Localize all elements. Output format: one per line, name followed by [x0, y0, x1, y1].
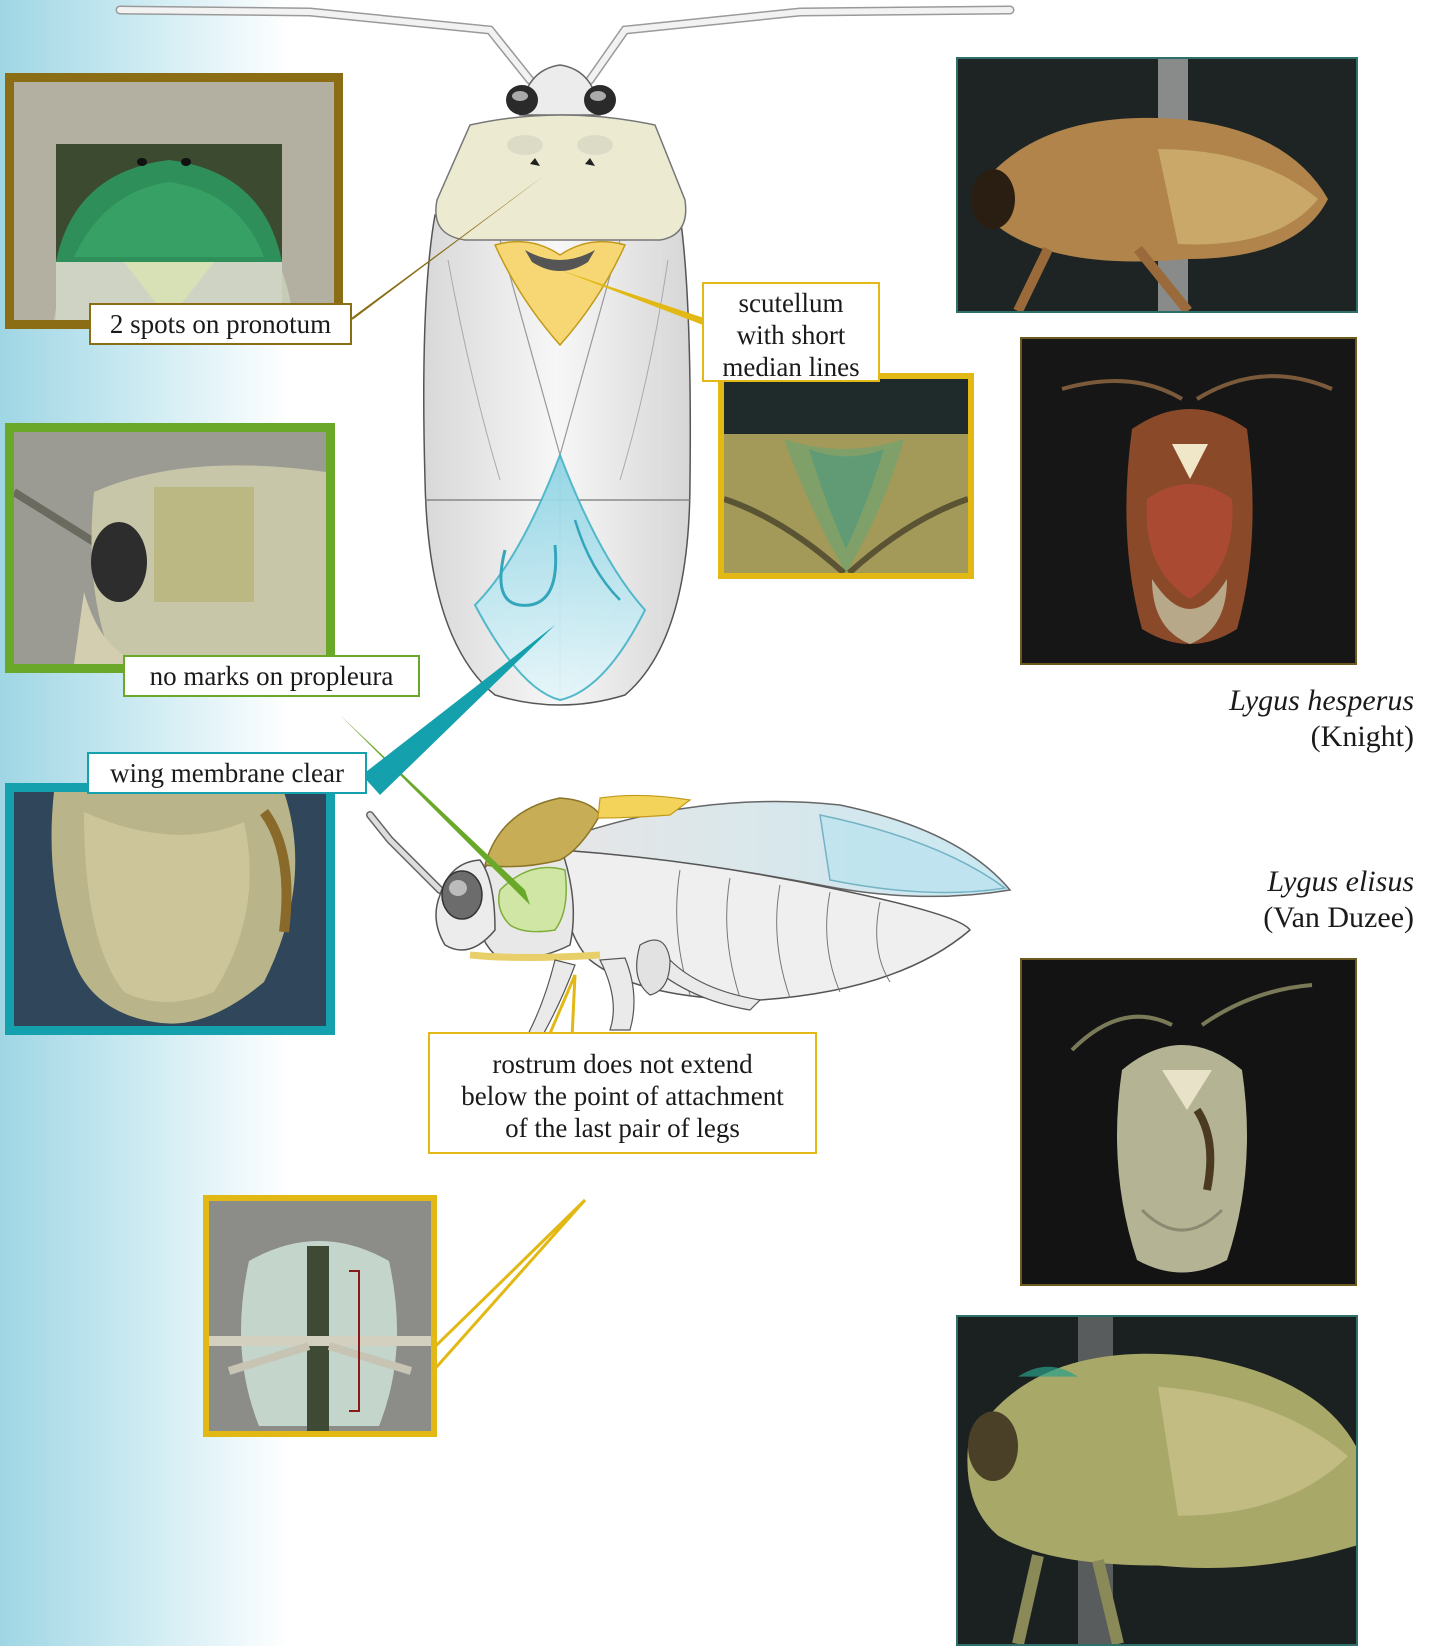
scutellum-label-line1: scutellum — [704, 287, 878, 319]
rostrum-label-line3: of the last pair of legs — [430, 1112, 815, 1144]
scutellum-label-line3: median lines — [704, 351, 878, 383]
wing-membrane-photo — [5, 783, 335, 1035]
rostrum-label-line1: rostrum does not extend — [430, 1048, 815, 1080]
hesperus-lateral-photo — [956, 57, 1358, 313]
hesperus-dorsal-photo — [1020, 337, 1357, 665]
rostrum-label: rostrum does not extend below the point … — [428, 1032, 817, 1154]
scutellum-photo — [718, 373, 974, 579]
wing-membrane-label: wing membrane clear — [87, 752, 367, 794]
propleura-photo — [5, 423, 335, 673]
rostrum-photo — [203, 1195, 437, 1437]
species-hesperus-author: (Knight) — [1229, 719, 1414, 755]
species-elisus: Lygus elisus (Van Duzee) — [1263, 864, 1414, 936]
elisus-dorsal-photo — [1020, 958, 1357, 1286]
rostrum-label-line2: below the point of attachment — [430, 1080, 815, 1112]
species-elisus-author: (Van Duzee) — [1263, 900, 1414, 936]
elisus-lateral-photo — [956, 1315, 1358, 1646]
pronotum-photo — [5, 73, 343, 329]
pronotum-label: 2 spots on pronotum — [89, 303, 352, 345]
species-hesperus-name: Lygus hesperus — [1229, 683, 1414, 719]
scutellum-label-line2: with short — [704, 319, 878, 351]
scutellum-label: scutellum with short median lines — [702, 282, 880, 382]
propleura-label: no marks on propleura — [123, 655, 420, 697]
lateral-view-bug — [370, 795, 1010, 1040]
species-elisus-name: Lygus elisus — [1263, 864, 1414, 900]
species-hesperus: Lygus hesperus (Knight) — [1229, 683, 1414, 755]
